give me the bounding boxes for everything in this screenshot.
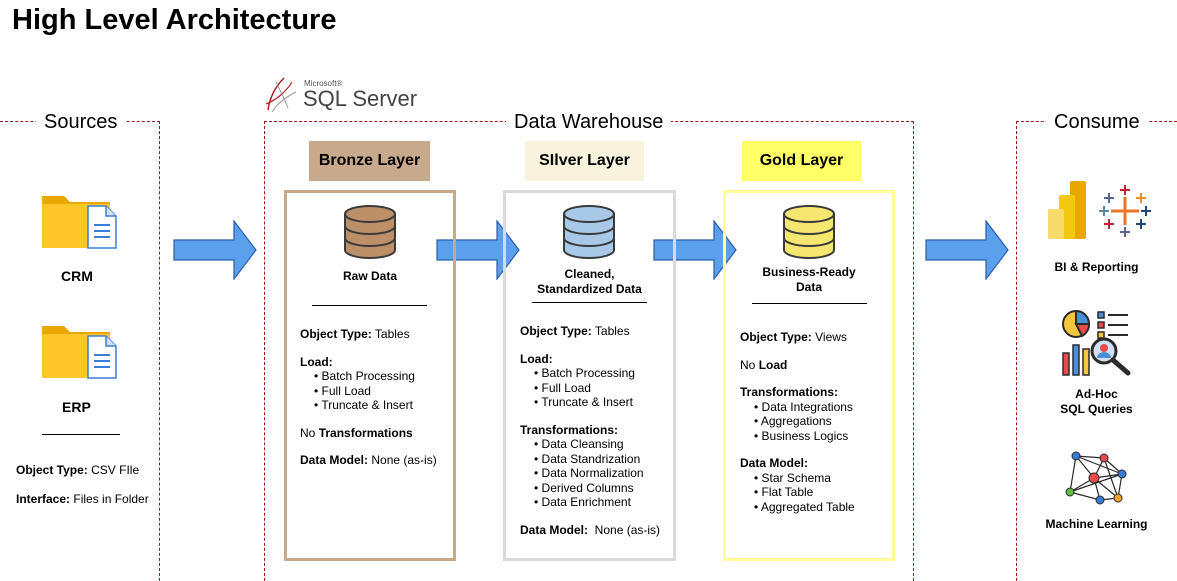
gold-data-model-heading: Data Model: xyxy=(740,456,809,470)
consume-label: Consume xyxy=(1046,111,1148,134)
silver-divider xyxy=(532,302,647,303)
analytics-search-icon xyxy=(1062,309,1131,376)
silver-transform-item: Data Normalization xyxy=(520,466,670,481)
silver-transform-item: Derived Columns xyxy=(520,481,670,496)
gold-object-type: Object Type: Views xyxy=(740,330,847,344)
gold-details: Object Type: Views No Load Transformatio… xyxy=(740,330,890,514)
sql-product-label: SQL Server xyxy=(303,86,418,111)
bronze-object-type: Object Type: Tables xyxy=(300,327,410,341)
silver-layer-box xyxy=(503,190,676,561)
gold-model-item: Aggregated Table xyxy=(740,500,890,515)
silver-transform-item: Data Cleansing xyxy=(520,437,670,452)
crm-label: CRM xyxy=(61,268,93,284)
adhoc-sql-label: Ad-Hoc SQL Queries xyxy=(1060,387,1133,416)
bronze-load-item: Batch Processing xyxy=(300,369,450,384)
gold-transform-item: Business Logics xyxy=(740,429,890,444)
silver-transformations-heading: Transformations: xyxy=(520,422,619,437)
crm-folder-icon xyxy=(40,190,122,255)
bronze-layer-box xyxy=(284,190,456,561)
bronze-layer-header: Bronze Layer xyxy=(309,141,430,181)
sql-server-logo: Microsoft® SQL Server xyxy=(262,74,432,114)
silver-data-label: Cleaned, Standardized Data xyxy=(537,267,642,296)
silver-load-item: Full Load xyxy=(520,381,670,396)
bronze-load-item: Full Load xyxy=(300,384,450,399)
arrow-sources-to-bronze xyxy=(173,220,257,280)
gold-model-item: Flat Table xyxy=(740,485,890,500)
page-title: High Level Architecture xyxy=(12,4,337,36)
powerbi-icon xyxy=(1048,181,1086,239)
sources-divider xyxy=(42,434,120,435)
bronze-data-model: Data Model: None (as-is) xyxy=(300,453,437,467)
silver-transform-item: Data Standrization xyxy=(520,452,670,467)
bronze-load-heading: Load: xyxy=(300,354,333,369)
arrow-bronze-to-silver xyxy=(436,220,520,280)
sources-label: Sources xyxy=(36,111,126,134)
erp-label: ERP xyxy=(62,399,91,415)
machine-learning-label: Machine Learning xyxy=(1045,517,1148,531)
sources-interface: Interface: Files in Folder xyxy=(16,492,149,506)
silver-data-model: Data Model: None (as-is) xyxy=(520,522,661,537)
silver-load-heading: Load: xyxy=(520,351,553,366)
network-graph-icon xyxy=(1065,451,1127,505)
erp-folder-icon xyxy=(40,320,122,385)
bronze-load-item: Truncate & Insert xyxy=(300,398,450,413)
silver-details: Object Type: Tables Load: Batch Processi… xyxy=(520,324,670,537)
sql-server-swoosh-icon xyxy=(265,77,297,113)
silver-layer-header: SIlver Layer xyxy=(525,141,644,181)
gold-layer-header: Gold Layer xyxy=(742,141,861,181)
gold-load: No Load xyxy=(740,357,788,372)
gold-layer-box xyxy=(723,190,895,561)
gold-transform-item: Aggregations xyxy=(740,414,890,429)
gold-transform-item: Data Integrations xyxy=(740,400,890,415)
bronze-divider xyxy=(312,305,427,306)
gold-transformations-heading: Transformations: xyxy=(740,385,839,399)
bronze-data-label: Raw Data xyxy=(342,269,398,283)
sql-vendor-label: Microsoft® xyxy=(304,79,343,88)
silver-transform-item: Data Enrichment xyxy=(520,495,670,510)
bronze-transformations: No Transformations xyxy=(300,425,413,440)
arrow-gold-to-consume xyxy=(925,220,1009,280)
sources-object-type: Object Type: CSV FIle xyxy=(16,463,140,477)
bronze-details: Object Type: Tables Load: Batch Processi… xyxy=(300,327,450,468)
silver-load-item: Batch Processing xyxy=(520,366,670,381)
gold-database-icon xyxy=(783,205,835,259)
gold-data-label: Business-Ready Data xyxy=(762,265,856,294)
tableau-icon xyxy=(1099,185,1151,237)
silver-object-type: Object Type: Tables xyxy=(520,324,630,338)
gold-divider xyxy=(752,303,867,304)
warehouse-label: Data Warehouse xyxy=(506,111,672,134)
silver-database-icon xyxy=(563,205,615,259)
gold-model-item: Star Schema xyxy=(740,471,890,486)
bronze-database-icon xyxy=(344,205,396,259)
silver-load-item: Truncate & Insert xyxy=(520,395,670,410)
bi-reporting-label: BI & Reporting xyxy=(1054,260,1139,274)
